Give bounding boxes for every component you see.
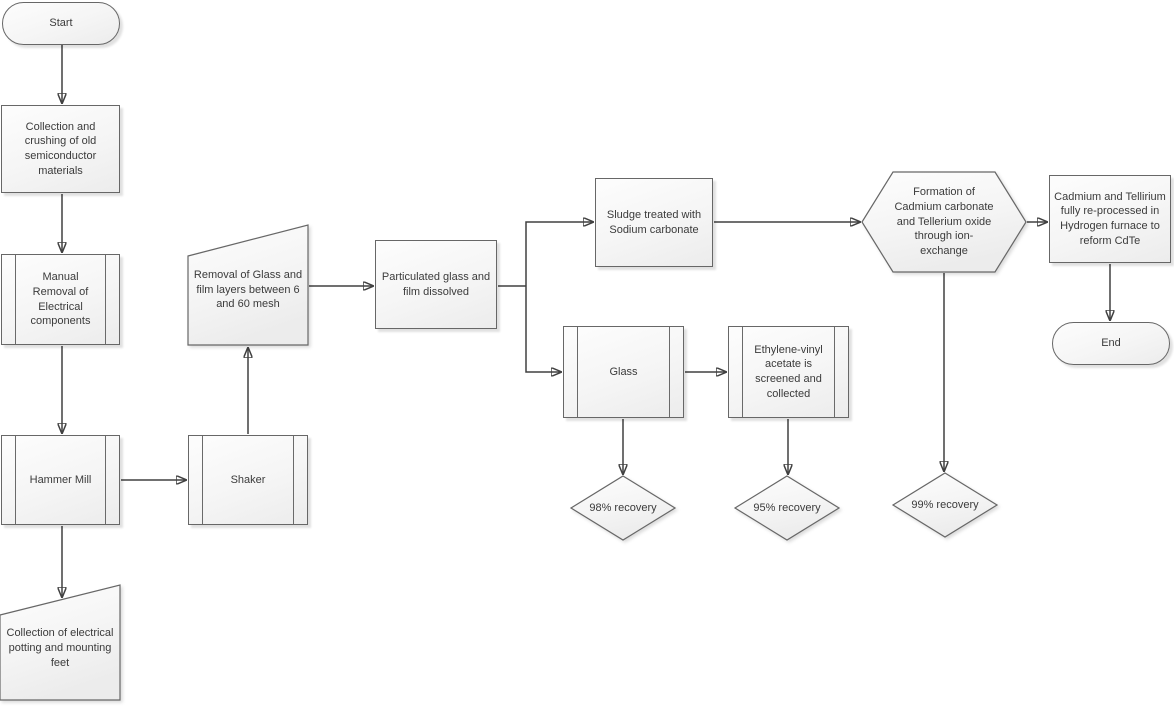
recovery-98-diamond: 98% recovery <box>569 475 677 541</box>
sludge-treated-box: Sludge treated with Sodium carbonate <box>595 178 713 267</box>
node-label: Collection of electrical potting and mou… <box>6 627 114 669</box>
node-label: Ethylene-vinyl acetate is screened and c… <box>754 343 823 400</box>
node-label: Collection and crushing of old semicondu… <box>24 120 97 177</box>
node-label: Hammer Mill <box>29 473 92 486</box>
node-label: Cadmium and Tellirium fully re-processed… <box>1054 190 1166 247</box>
collection-crushing-box: Collection and crushing of old semicondu… <box>1 105 120 193</box>
predefined-bar <box>15 436 16 524</box>
node-label: Shaker <box>230 473 266 486</box>
node-label: End <box>1101 337 1121 350</box>
connector <box>525 286 561 372</box>
decision-shape <box>891 472 999 538</box>
predefined-bar <box>105 255 106 344</box>
ion-exchange-hexagon: Formation of Cadmium carbonate and Telle… <box>861 171 1027 273</box>
decision-shape <box>569 475 677 541</box>
predefined-bar <box>742 327 743 417</box>
predefined-bar <box>669 327 670 417</box>
connector <box>525 222 593 286</box>
predefined-bar <box>293 436 294 524</box>
glass-box: Glass <box>563 326 684 418</box>
hammer-mill-box: Hammer Mill <box>1 435 120 525</box>
predefined-bar <box>15 255 16 344</box>
hexagon-shape <box>861 171 1027 273</box>
eva-screened-box: Ethylene-vinyl acetate is screened and c… <box>728 326 849 418</box>
node-label: 95% recovery <box>753 501 821 514</box>
card-shape <box>0 584 121 701</box>
card-shape <box>187 224 309 346</box>
recovery-95-diamond: 95% recovery <box>733 475 841 541</box>
end-node: End <box>1052 322 1170 365</box>
node-label: 99% recovery <box>911 498 979 511</box>
decision-shape <box>733 475 841 541</box>
particulated-dissolved-box: Particulated glass and film dissolved <box>375 240 497 329</box>
cdte-reprocess-box: Cadmium and Tellirium fully re-processed… <box>1049 175 1171 263</box>
node-label: Formation of Cadmium carbonate and Telle… <box>894 186 994 258</box>
node-label: Sludge treated with Sodium carbonate <box>606 208 702 236</box>
start-node: Start <box>2 2 120 45</box>
recovery-99-diamond: 99% recovery <box>891 472 999 538</box>
glass-film-removal-card: Removal of Glass and film layers between… <box>187 224 309 346</box>
node-label: Glass <box>609 365 638 378</box>
shaker-box: Shaker <box>188 435 308 525</box>
predefined-bar <box>577 327 578 417</box>
predefined-bar <box>105 436 106 524</box>
potting-collection-card: Collection of electrical potting and mou… <box>0 584 121 701</box>
node-label: 98% recovery <box>589 501 657 514</box>
node-label: Manual Removal of Electrical components <box>30 271 91 328</box>
node-label: Particulated glass and film dissolved <box>381 270 491 298</box>
node-label: Start <box>49 17 73 30</box>
node-label: Removal of Glass and film layers between… <box>193 268 303 311</box>
predefined-bar <box>202 436 203 524</box>
predefined-bar <box>834 327 835 417</box>
manual-removal-box: Manual Removal of Electrical components <box>1 254 120 345</box>
